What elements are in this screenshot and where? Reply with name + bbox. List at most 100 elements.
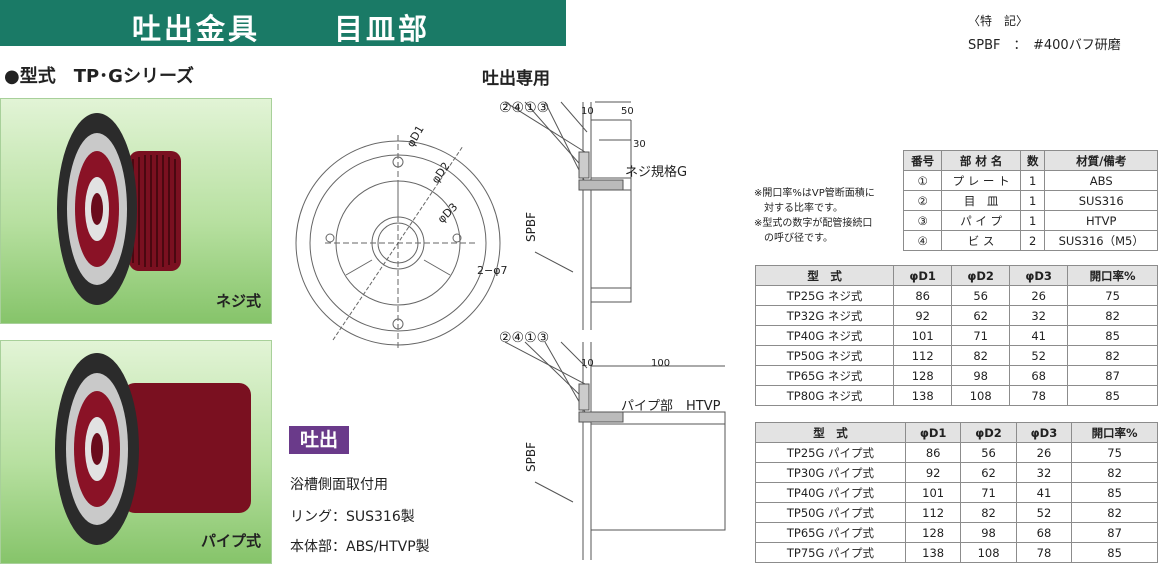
cell: 62 (960, 462, 1017, 483)
label-d1: φD1 (404, 123, 427, 149)
cell: 87 (1071, 522, 1158, 543)
cell: 85 (1071, 482, 1158, 503)
cell: 75 (1071, 442, 1158, 463)
notes-heading: 〈特 記〉 (968, 14, 1029, 28)
cell: 86 (904, 442, 962, 463)
discharge-tag: 吐出 (289, 426, 349, 454)
cell: パ イ プ (941, 210, 1021, 231)
cell: TP40G パイプ式 (755, 482, 906, 503)
cell: 101 (904, 482, 962, 503)
parts-header-no: 番号 (902, 150, 943, 171)
cell: 56 (951, 285, 1011, 306)
side-notes: ※開口率%はVP管断面積に 対する比率です。 ※型式の数字が配管接続口 の呼び径… (754, 186, 875, 246)
side-view-screw-drawing: ②④①③ 10 50 30 ネジ規格G SPBF (499, 100, 687, 330)
dim-top-a: 10 (581, 106, 594, 117)
spbf-label-top: SPBF (524, 212, 538, 242)
cell: 41 (1015, 482, 1073, 503)
cell: 85 (1067, 325, 1158, 346)
cell: 1 (1019, 170, 1046, 191)
photo-pipe-type: パイプ式 (0, 340, 272, 564)
cell: TP30G パイプ式 (755, 462, 906, 483)
cell: ③ (902, 210, 943, 231)
parts-numbers-top: ②④①③ (499, 100, 549, 116)
cell: 62 (951, 305, 1011, 326)
cell: 112 (904, 502, 962, 523)
cell: 82 (1067, 345, 1158, 366)
cell: 82 (1071, 462, 1158, 483)
screw-header-d3: φD3 (1009, 265, 1069, 286)
dim-top-c: 30 (633, 139, 646, 150)
pipe-header-model: 型 式 (755, 422, 906, 443)
cell: 128 (893, 365, 953, 386)
cell: 98 (951, 365, 1011, 386)
spbf-label-bottom: SPBF (524, 442, 538, 472)
desc-line-2: リング：SUS316製 (290, 509, 415, 525)
front-view-drawing: φD1 φD2 φD3 2−φ7 (295, 123, 507, 350)
cell: 138 (904, 542, 962, 563)
cell: 68 (1009, 365, 1069, 386)
side-note-2: 対する比率です。 (754, 203, 843, 214)
cell: 82 (951, 345, 1011, 366)
cell: 82 (1071, 502, 1158, 523)
cell: ① (902, 170, 943, 191)
parts-header-material: 材質/備考 (1044, 150, 1158, 171)
screw-header-ratio: 開口率% (1067, 265, 1158, 286)
dim-bottom-a: 10 (581, 358, 594, 369)
screw-fitting-image (57, 113, 181, 305)
cell: 92 (893, 305, 953, 326)
cell: TP50G パイプ式 (755, 502, 906, 523)
cell: ② (902, 190, 943, 211)
cell: HTVP (1044, 210, 1158, 231)
cell: TP25G パイプ式 (755, 442, 906, 463)
thread-label: ネジ規格G (625, 164, 687, 180)
cell: 82 (960, 502, 1017, 523)
parts-header-qty: 数 (1019, 150, 1046, 171)
cell: 71 (951, 325, 1011, 346)
cell: ④ (902, 230, 943, 251)
cell: 26 (1015, 442, 1073, 463)
cell: 32 (1009, 305, 1069, 326)
cell: 87 (1067, 365, 1158, 386)
label-holes: 2−φ7 (477, 264, 507, 277)
photo-screw-type: ネジ式 (0, 98, 272, 324)
cell: 78 (1009, 385, 1069, 406)
cell: 目 皿 (941, 190, 1021, 211)
dim-top-b: 50 (621, 106, 634, 117)
cell: 92 (904, 462, 962, 483)
title-banner: 吐出金具 目皿部 (0, 0, 566, 46)
cell: SUS316（M5） (1044, 230, 1158, 251)
cell: 56 (960, 442, 1017, 463)
cell: プ レ ー ト (941, 170, 1021, 191)
cell: 101 (893, 325, 953, 346)
cell: 32 (1015, 462, 1073, 483)
cell: 138 (893, 385, 953, 406)
desc-line-3: 本体部：ABS/HTVP製 (290, 539, 430, 555)
desc-line-1: 浴槽側面取付用 (290, 477, 388, 493)
caption-pipe: パイプ式 (200, 532, 261, 550)
cell: 86 (893, 285, 953, 306)
cell: TP65G ネジ式 (754, 365, 895, 386)
cell: 68 (1015, 522, 1073, 543)
cell: 26 (1009, 285, 1069, 306)
cell: 108 (951, 385, 1011, 406)
parts-header-name: 部 材 名 (941, 150, 1021, 171)
cell: ABS (1044, 170, 1158, 191)
cell: 1 (1019, 210, 1046, 231)
cell: ビ ス (941, 230, 1021, 251)
cell: 78 (1015, 542, 1073, 563)
side-note-4: の呼び径です。 (754, 233, 833, 244)
screw-header-d1: φD1 (893, 265, 953, 286)
cell: 98 (960, 522, 1017, 543)
side-note-1: ※開口率%はVP管断面積に (754, 188, 875, 199)
cell: 2 (1019, 230, 1046, 251)
